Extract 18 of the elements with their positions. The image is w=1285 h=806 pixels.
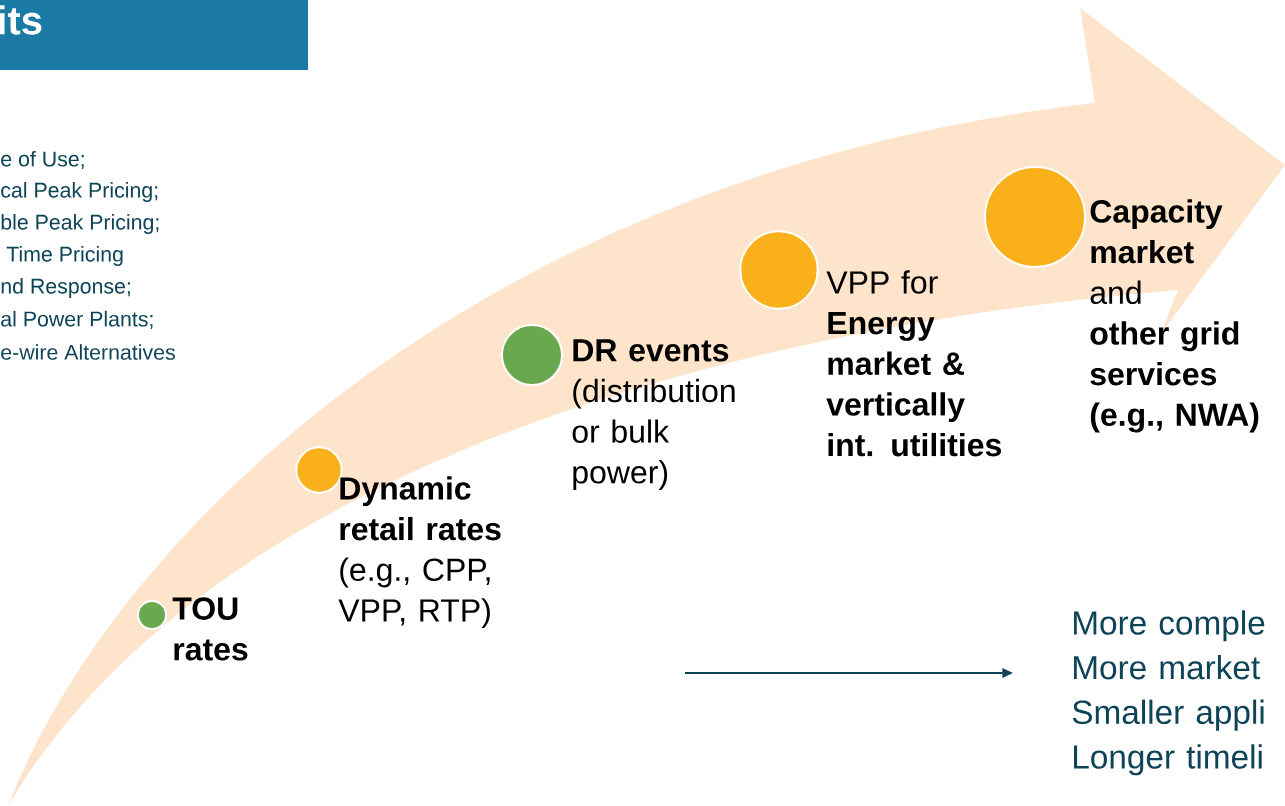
milestone-circle <box>501 324 563 386</box>
milestone-text: DR events (distribution or bulk power) <box>572 339 735 490</box>
milestone-text: Dynamic retail rates (e.g., CPP, VPP, RTP) <box>338 476 501 629</box>
trend-list: More comple More market Smaller appli Longer timeli <box>1072 610 1265 776</box>
list-item: al Power Plants; <box>1 310 153 330</box>
milestone-circle <box>137 600 167 630</box>
list-item: e-wire Alternatives <box>1 344 175 360</box>
list-item: cal Peak Pricing; <box>1 182 158 202</box>
list-item: Time Pricing <box>6 246 123 266</box>
list-item: nd Response; <box>1 278 130 298</box>
milestone-text: TOU rates <box>172 597 248 661</box>
milestone-circle <box>739 230 819 310</box>
milestone-text: Capacity market and other grid services (e.g., NWA) <box>1090 199 1259 433</box>
list-item: ble Peak Pricing; <box>1 214 159 234</box>
milestone-circle <box>984 166 1086 268</box>
milestone-text: VPP for Energy market & vertically int. utilities <box>826 270 1001 457</box>
list-item: e of Use; <box>1 150 84 170</box>
title-banner: its <box>0 0 308 70</box>
